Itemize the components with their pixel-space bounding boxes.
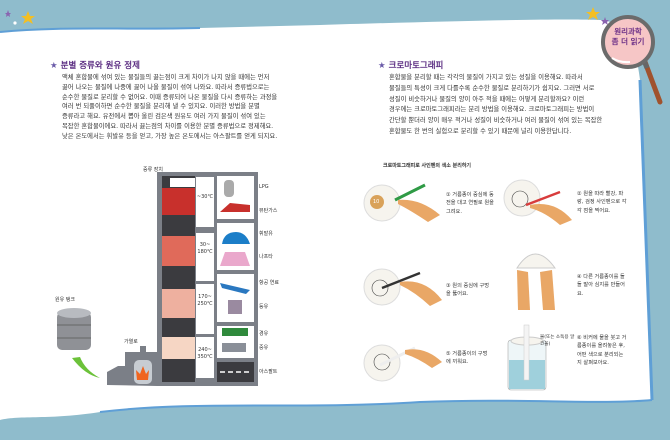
star-icon: ★ bbox=[378, 61, 386, 71]
section-heading-chromatography: ★크로마토그래피 bbox=[378, 59, 443, 71]
star-icon bbox=[601, 17, 609, 25]
product-label: 아스팔트 bbox=[259, 369, 278, 375]
body-line: 혼합물을 분리할 때는 각각의 물질이 가지고 있는 성질을 이용해요. 따라서 bbox=[389, 74, 583, 81]
body-line: 액체 혼합물에 섞여 있는 물질들의 끓는점이 크게 차이가 나지 않을 때에는… bbox=[62, 74, 270, 81]
temperature-label: ~30℃ bbox=[196, 194, 214, 200]
badge-line-1: 원리과학 bbox=[614, 27, 642, 36]
badge-line-2: 좀 더 읽기 bbox=[611, 37, 645, 46]
heading-text: 크로마토그래피 bbox=[388, 61, 444, 71]
star-icon bbox=[5, 10, 11, 17]
temperature-label: 240~ 350℃ bbox=[197, 347, 213, 360]
heading-text: 분별 증류와 원유 정제 bbox=[60, 61, 140, 71]
temperature-label: 30~ 180℃ bbox=[197, 242, 213, 255]
coin-label: 10 bbox=[373, 199, 380, 205]
product-label: 나프타 bbox=[259, 254, 273, 260]
arrow-icon bbox=[72, 357, 100, 378]
product-label: 뷰탄가스 bbox=[259, 208, 278, 214]
experiment-illustrations bbox=[363, 179, 572, 391]
furnace-label: 가열로 bbox=[124, 339, 138, 345]
step-3-text: ③ 원의 중심에 구멍을 뚫어요. bbox=[446, 283, 490, 298]
body-line: 복잡한 혼합물이에요. 따라서 끓는점의 차이를 이용한 분별 증류법으로 정제… bbox=[62, 122, 274, 130]
oil-tank bbox=[57, 308, 91, 350]
body-line: 순수한 물질로 분리할 수 없어요. 이때 증류되어 나온 물질을 다시 증류하… bbox=[62, 93, 278, 101]
temperature-label: 170~ 250℃ bbox=[197, 294, 213, 307]
star-icon bbox=[21, 11, 35, 24]
step-2-text: ② 원을 따라 빨강, 파랑, 검정 사인펜으로 각각 점을 찍어요. bbox=[577, 191, 627, 214]
body-line: 물질들의 특성이 크게 다를수록 순수한 물질로 분리하기가 쉽지요. 그러면 … bbox=[389, 84, 595, 92]
star-icon: ★ bbox=[50, 61, 58, 71]
step-4-text: ④ 다른 거름종이를 돌돌 말아 심지를 만들어요. bbox=[577, 274, 625, 297]
more-reading-badge: 원리과학 좀 더 읽기 bbox=[598, 27, 658, 47]
product-label: 경유 bbox=[259, 331, 269, 337]
product-label: 휘발유 bbox=[259, 231, 273, 237]
body-line: 경우에는 크로마토그래피라는 분리 방법을 이용해요. 크로마토그래피는 방법이 bbox=[389, 106, 595, 114]
body-line: 낮은 온도에서는 휘발유 등을 얻고, 가장 높은 온도에서는 아스팔트를 얻게… bbox=[62, 132, 278, 140]
tower-label: 증류 장치 bbox=[143, 167, 163, 173]
fire-icon bbox=[136, 366, 149, 380]
water-label: 물(또는 소독용 알코올) bbox=[540, 335, 575, 347]
product-label: 항공 연료 bbox=[259, 280, 279, 286]
left-body-text: 액체 혼합물에 섞여 있는 물질들의 끓는점이 크게 차이가 나지 않을 때에는… bbox=[62, 73, 277, 142]
tank-label: 원유 탱크 bbox=[55, 297, 75, 303]
body-line: 간단할 뿐더러 양이 매우 적거나 성질이 비슷하거나 여러 물질이 섞여 있는… bbox=[389, 117, 603, 125]
body-line: 성질이 비슷하거나 물질의 양이 아주 적을 때에는 어떻게 분리할까요? 이런 bbox=[389, 95, 585, 103]
step-1-text: ① 거름종이 중심에 동전을 대고 연필로 원을 그려요. bbox=[446, 192, 494, 215]
step-6-text: ⑥ 비커에 물을 붓고 거름종이를 올려놓은 후, 어떤 색으로 분리되는지 살… bbox=[577, 335, 627, 367]
right-body-text: 혼합물을 분리할 때는 각각의 물질이 가지고 있는 성질을 이용해요. 따라서… bbox=[389, 73, 602, 138]
magnifier-icon bbox=[601, 15, 663, 105]
distillation-diagram bbox=[57, 172, 258, 386]
product-label: 등유 bbox=[259, 304, 269, 310]
body-line: 증류라고 해요. 유전에서 뽑아 올린 검은색 원유도 여러 가지 물질이 섞여… bbox=[62, 113, 266, 121]
body-line: 혼합물도 한 번의 실험으로 분리할 수 있기 때문에 널리 이용한답니다. bbox=[389, 127, 572, 135]
product-label: 중유 bbox=[259, 345, 269, 351]
body-line: 여러 번 되풀이하면 순수한 물질을 분리해 낼 수 있지요. 이러한 방법을 … bbox=[62, 103, 260, 111]
experiment-title: 크로마토그래피로 사인펜의 색소 분리하기 bbox=[383, 163, 472, 169]
body-line: 끓어 나오는 물질에 나중에 끓어 나올 물질이 섞여 나와요. 따라서 증류법… bbox=[62, 83, 270, 91]
section-heading-fractional-distillation: ★분별 증류와 원유 정제 bbox=[50, 59, 140, 71]
star-icon bbox=[586, 7, 600, 20]
product-label: LPG bbox=[259, 184, 269, 190]
step-5-text: ⑤ 거름종이의 구멍에 끼워요. bbox=[446, 351, 488, 366]
